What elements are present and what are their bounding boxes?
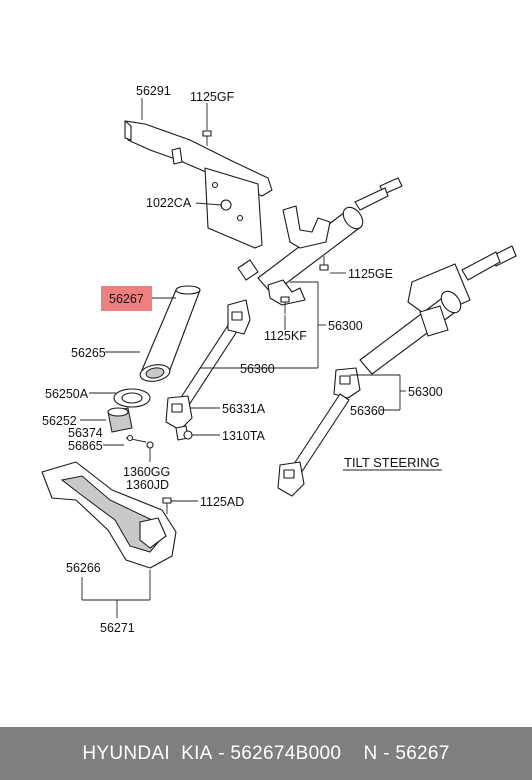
highlight-56267 bbox=[101, 286, 152, 311]
tilt-column bbox=[277, 245, 517, 497]
label-56300-tilt: 56300 bbox=[408, 385, 443, 399]
bearing-56252 bbox=[107, 407, 133, 433]
label-56291: 56291 bbox=[136, 84, 171, 98]
bolt-1125GE bbox=[319, 256, 329, 271]
label-1125GE: 1125GE bbox=[348, 267, 393, 281]
label-56360-upper: 56360 bbox=[240, 362, 275, 376]
footer-ref: 56267 bbox=[395, 742, 450, 764]
label-56331A: 56331A bbox=[222, 402, 266, 416]
ring-56250A bbox=[113, 388, 151, 408]
dust-boot-56267 bbox=[139, 285, 201, 382]
pin-56374 bbox=[125, 434, 154, 449]
label-56360-tilt: 56360 bbox=[350, 404, 385, 418]
label-1360JD: 1360JD bbox=[126, 478, 169, 492]
label-1360GG: 1360GG bbox=[123, 465, 170, 479]
label-56865: 56865 bbox=[68, 439, 103, 453]
label-56250A: 56250A bbox=[45, 387, 89, 401]
label-1022CA: 1022CA bbox=[146, 196, 192, 210]
label-56265: 56265 bbox=[71, 346, 106, 360]
label-56300-upper: 56300 bbox=[328, 319, 363, 333]
label-56271: 56271 bbox=[100, 621, 135, 635]
label-56267: 56267 bbox=[109, 292, 144, 306]
bolt-1125KF bbox=[280, 296, 290, 314]
part-info-footer: HYUNDAI KIA - 562674B000 N - 56267 bbox=[0, 727, 532, 780]
parts-diagram: 56291 1125GF 1022CA 1125GE 56267 1125KF … bbox=[41, 84, 517, 635]
label-56374: 56374 bbox=[68, 426, 103, 440]
label-1310TA: 1310TA bbox=[222, 429, 266, 443]
footer-part-number: 562674B000 bbox=[230, 742, 342, 764]
leader-lines bbox=[80, 98, 442, 618]
label-1125GF: 1125GF bbox=[190, 90, 235, 104]
bolt-1125GF bbox=[202, 130, 212, 146]
footer-separator-1: - bbox=[212, 742, 231, 764]
label-56266: 56266 bbox=[66, 561, 101, 575]
label-1125AD: 1125AD bbox=[200, 495, 244, 509]
upper-column bbox=[165, 177, 403, 441]
footer-brand: HYUNDAI KIA bbox=[82, 742, 213, 764]
part-labels: 56291 1125GF 1022CA 1125GE 56267 1125KF … bbox=[42, 84, 443, 635]
label-56252: 56252 bbox=[42, 414, 77, 428]
footer-separator-2: N - bbox=[341, 742, 396, 764]
label-tilt-steering: TILT STEERING bbox=[344, 455, 440, 470]
nut-1310TA bbox=[183, 430, 193, 440]
label-1125KF: 1125KF bbox=[264, 329, 307, 343]
upper-bracket bbox=[124, 120, 273, 249]
bolt-1125AD bbox=[162, 497, 172, 514]
floor-boot-56266 bbox=[41, 461, 177, 569]
